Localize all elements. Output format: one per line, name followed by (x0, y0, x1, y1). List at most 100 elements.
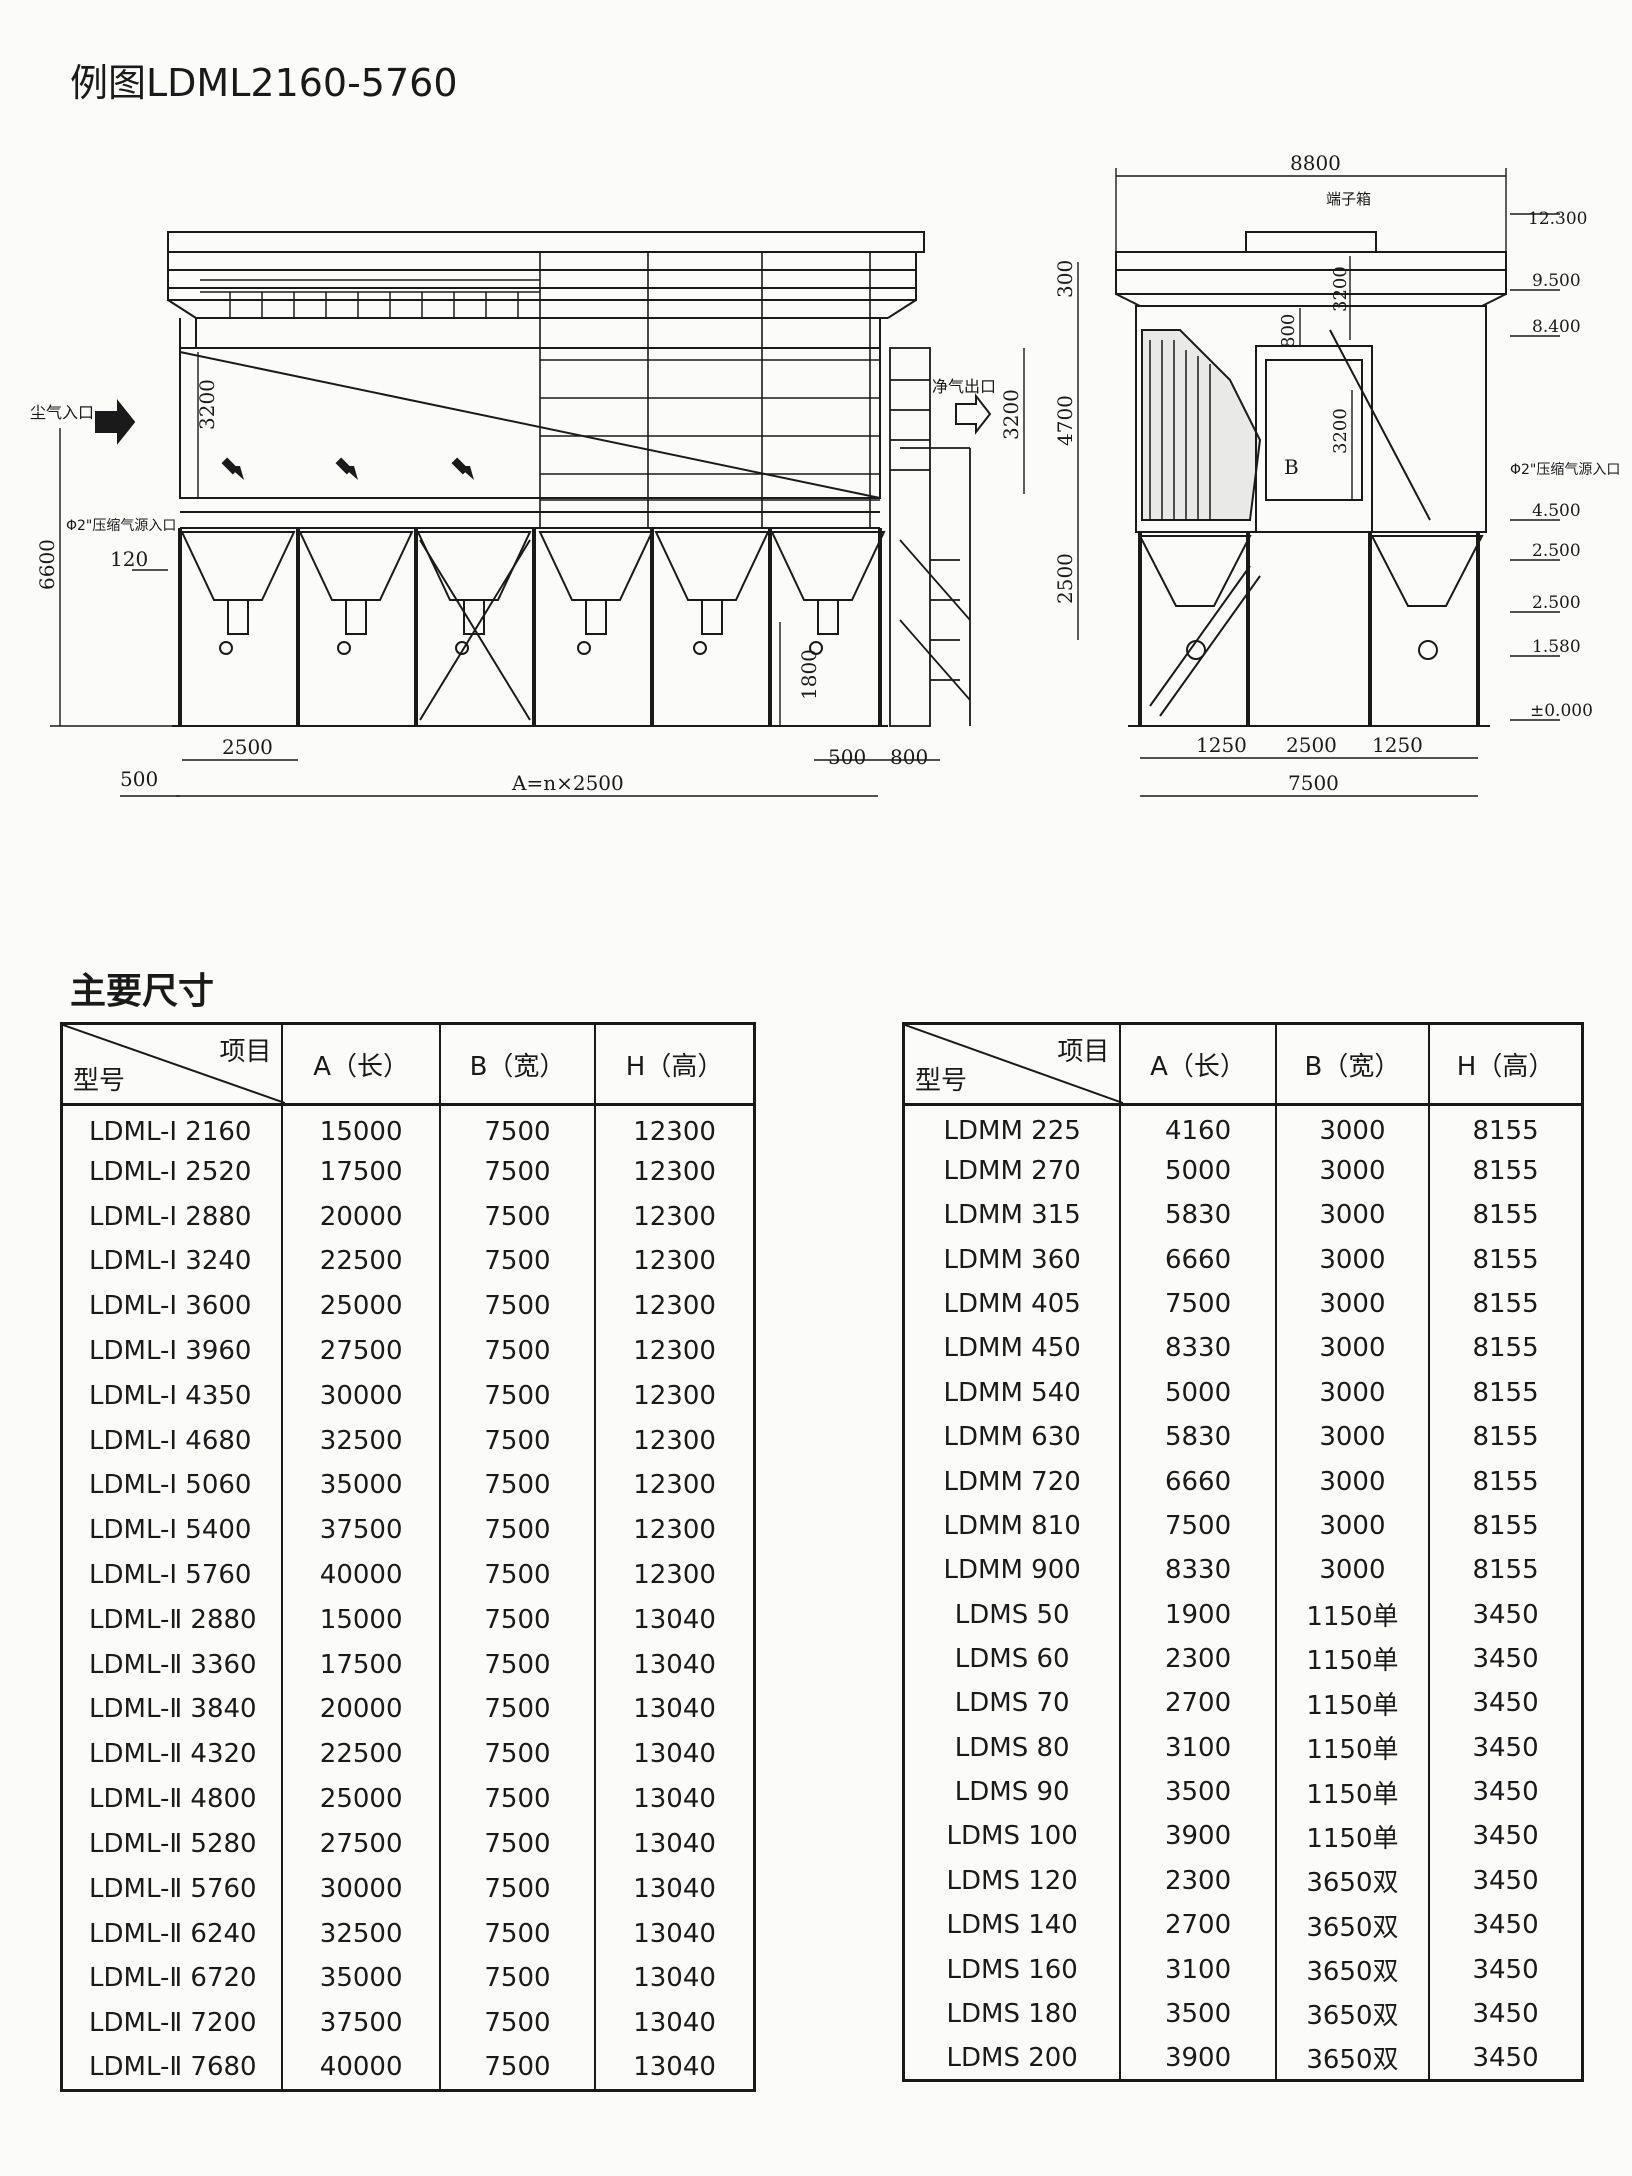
h-height-cell: 8155 (1428, 1415, 1584, 1460)
a-length-cell: 25000 (281, 1776, 441, 1822)
a-length-cell: 27500 (281, 1821, 441, 1867)
h-height-cell: 8155 (1428, 1370, 1584, 1416)
a-length-cell: 8330 (1119, 1326, 1277, 1371)
h-height-cell: 3450 (1428, 1725, 1584, 1770)
b-width-cell: 7500 (438, 2000, 597, 2046)
a-length-cell: 4160 (1119, 1104, 1277, 1149)
model-cell: LDML-Ⅱ 6720 (60, 1955, 284, 2001)
h-height-cell: 13040 (594, 2045, 756, 2091)
b-width-cell: 1150单 (1274, 1592, 1431, 1637)
a-length-cell: 17500 (281, 1149, 441, 1195)
header-a-length: A（长） (281, 1023, 441, 1106)
b-width-cell: 7500 (438, 1328, 597, 1374)
b-width-cell: 3000 (1274, 1459, 1431, 1504)
b-width-cell: 7500 (438, 1149, 597, 1195)
a-length-cell: 2300 (1119, 1636, 1277, 1682)
dim-front-7: A=n×2500 (511, 771, 624, 795)
dim-front-2: 6600 (35, 539, 59, 590)
elevation-3: 4.500 (1532, 501, 1581, 521)
model-cell: LDMS 180 (902, 1991, 1122, 2037)
h-height-cell: 3450 (1428, 1814, 1584, 1859)
a-length-cell: 37500 (281, 1507, 441, 1553)
elevation-5: 2.500 (1532, 593, 1581, 613)
diagonal-header-cell: 项目 型号 (902, 1023, 1123, 1106)
a-length-cell: 30000 (281, 1373, 441, 1419)
dim-front-5: 2500 (222, 735, 273, 759)
model-cell: LDMS 70 (902, 1681, 1122, 1726)
a-length-cell: 32500 (281, 1911, 441, 1956)
header-b-width: B（宽） (438, 1023, 597, 1106)
model-cell: LDML-Ⅰ 3240 (60, 1238, 284, 1284)
a-length-cell: 22500 (281, 1238, 441, 1284)
model-cell: LDML-Ⅰ 2520 (60, 1149, 284, 1195)
h-height-cell: 3450 (1428, 1902, 1584, 1948)
b-width-cell: 3000 (1274, 1148, 1431, 1194)
b-width-cell: 3650双 (1274, 2036, 1431, 2081)
h-height-cell: 12300 (594, 1373, 756, 1419)
b-width-cell: 3000 (1274, 1370, 1431, 1416)
model-cell: LDMM 720 (902, 1459, 1122, 1504)
a-length-cell: 17500 (281, 1642, 441, 1688)
dim-side-1: 300 (1053, 260, 1077, 298)
dust-inlet-label: 尘气入口 (30, 403, 94, 422)
b-width-cell: 7500 (438, 1687, 597, 1732)
model-cell: LDMS 120 (902, 1858, 1122, 1903)
model-cell: LDMM 405 (902, 1281, 1122, 1327)
b-width-cell: 7500 (438, 1507, 597, 1553)
h-height-cell: 3450 (1428, 1991, 1584, 2037)
b-width-cell: 7500 (438, 1866, 597, 1912)
dim-front-6: 500 (120, 767, 158, 791)
h-height-cell: 8155 (1428, 1459, 1584, 1504)
section-title: 主要尺寸 (70, 971, 215, 1012)
model-cell: LDMS 160 (902, 1947, 1122, 1992)
model-cell: LDML-Ⅰ 4680 (60, 1418, 284, 1463)
dim-front-3: 120 (110, 547, 148, 571)
model-cell: LDML-Ⅰ 3960 (60, 1328, 284, 1374)
b-width-cell: 7500 (438, 1776, 597, 1822)
model-cell: LDML-Ⅰ 4350 (60, 1373, 284, 1419)
model-cell: LDML-Ⅱ 5280 (60, 1821, 284, 1867)
elevation-4: 2.500 (1532, 541, 1581, 561)
dim-front-9: 800 (890, 745, 928, 769)
b-width-cell: 3000 (1274, 1415, 1431, 1460)
a-length-cell: 7500 (1119, 1503, 1277, 1549)
h-height-cell: 13040 (594, 2000, 756, 2046)
b-width-cell: 7500 (438, 1194, 597, 1239)
a-length-cell: 2700 (1119, 1902, 1277, 1948)
b-width-cell: 3000 (1274, 1503, 1431, 1549)
model-cell: LDML-Ⅰ 5400 (60, 1507, 284, 1553)
h-height-cell: 8155 (1428, 1548, 1584, 1593)
b-width-cell: 7500 (438, 1104, 597, 1150)
a-length-cell: 6660 (1119, 1459, 1277, 1504)
model-cell: LDML-Ⅱ 7680 (60, 2045, 284, 2091)
h-height-cell: 12300 (594, 1283, 756, 1329)
h-height-cell: 13040 (594, 1911, 756, 1956)
h-height-cell: 12300 (594, 1194, 756, 1239)
a-length-cell: 30000 (281, 1866, 441, 1912)
terminal-box-label: 端子箱 (1326, 190, 1371, 208)
dim-side-9: 1250 (1372, 733, 1423, 757)
h-height-cell: 8155 (1428, 1104, 1584, 1149)
model-cell: LDML-Ⅱ 4320 (60, 1731, 284, 1777)
h-height-cell: 3450 (1428, 1947, 1584, 1992)
h-height-cell: 8155 (1428, 1326, 1584, 1371)
dim-side-7: 1250 (1196, 733, 1247, 757)
a-length-cell: 1900 (1119, 1592, 1277, 1637)
b-width-cell: 3000 (1274, 1548, 1431, 1593)
elevation-6: 1.580 (1532, 637, 1581, 657)
h-height-cell: 12300 (594, 1328, 756, 1374)
